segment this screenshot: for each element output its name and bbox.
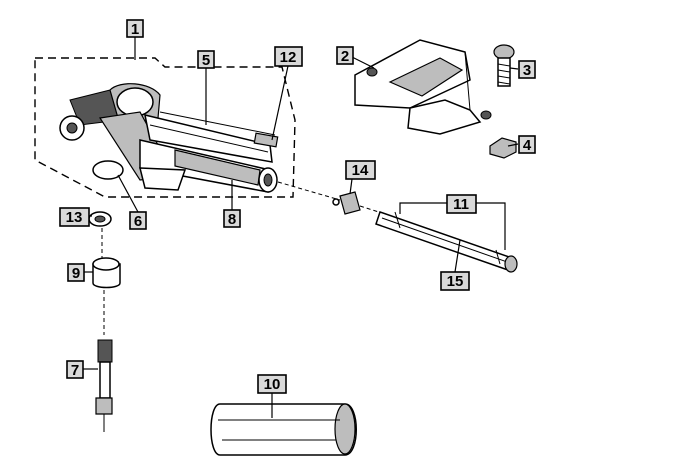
leader-11b <box>476 202 506 250</box>
callout-13: 13 <box>59 207 90 227</box>
svg-text:14: 14 <box>352 162 369 179</box>
callout-3: 3 <box>518 60 536 79</box>
callout-8: 8 <box>223 209 241 228</box>
svg-text:3: 3 <box>523 62 531 79</box>
axis-line-horizontal <box>277 181 341 201</box>
cover-tube <box>210 403 357 456</box>
callout-14: 14 <box>345 160 376 180</box>
steering-column-assembly <box>59 83 279 193</box>
callout-1: 1 <box>126 19 144 38</box>
callout-10: 10 <box>257 374 287 394</box>
leader-4 <box>507 143 519 147</box>
svg-text:13: 13 <box>66 209 83 226</box>
svg-text:11: 11 <box>453 196 469 213</box>
leader-14 <box>349 178 353 195</box>
leader-6 <box>117 174 139 213</box>
intermediate-shaft <box>375 211 518 273</box>
svg-text:7: 7 <box>71 362 79 379</box>
svg-text:1: 1 <box>131 21 139 38</box>
svg-text:8: 8 <box>228 211 236 228</box>
callout-5: 5 <box>197 50 215 69</box>
seal-ring <box>92 160 124 180</box>
svg-text:4: 4 <box>523 137 532 154</box>
leader-12 <box>271 65 289 141</box>
callout-7: 7 <box>66 360 84 379</box>
callout-9: 9 <box>67 263 85 282</box>
callout-12: 12 <box>274 46 303 67</box>
leader-15 <box>454 239 461 273</box>
lower-shaft <box>95 339 113 432</box>
svg-text:6: 6 <box>134 213 142 230</box>
svg-text:15: 15 <box>447 273 464 290</box>
callout-6: 6 <box>129 211 147 230</box>
bolt <box>493 44 515 87</box>
leader-11a <box>399 202 447 214</box>
bushing <box>92 257 121 289</box>
leader-2 <box>351 56 375 69</box>
callout-2: 2 <box>336 46 354 65</box>
assembly-boundary <box>34 57 296 198</box>
svg-text:2: 2 <box>341 48 349 65</box>
nut <box>489 137 517 159</box>
mounting-bracket <box>354 39 492 135</box>
svg-text:10: 10 <box>264 376 281 393</box>
callout-15: 15 <box>440 271 470 291</box>
svg-text:9: 9 <box>72 265 80 282</box>
connector <box>332 191 361 215</box>
leader-3 <box>509 67 519 70</box>
washer <box>88 211 112 227</box>
callout-4: 4 <box>518 135 536 154</box>
svg-text:12: 12 <box>280 49 297 66</box>
svg-text:5: 5 <box>202 52 210 69</box>
callout-11: 11 <box>446 194 477 214</box>
